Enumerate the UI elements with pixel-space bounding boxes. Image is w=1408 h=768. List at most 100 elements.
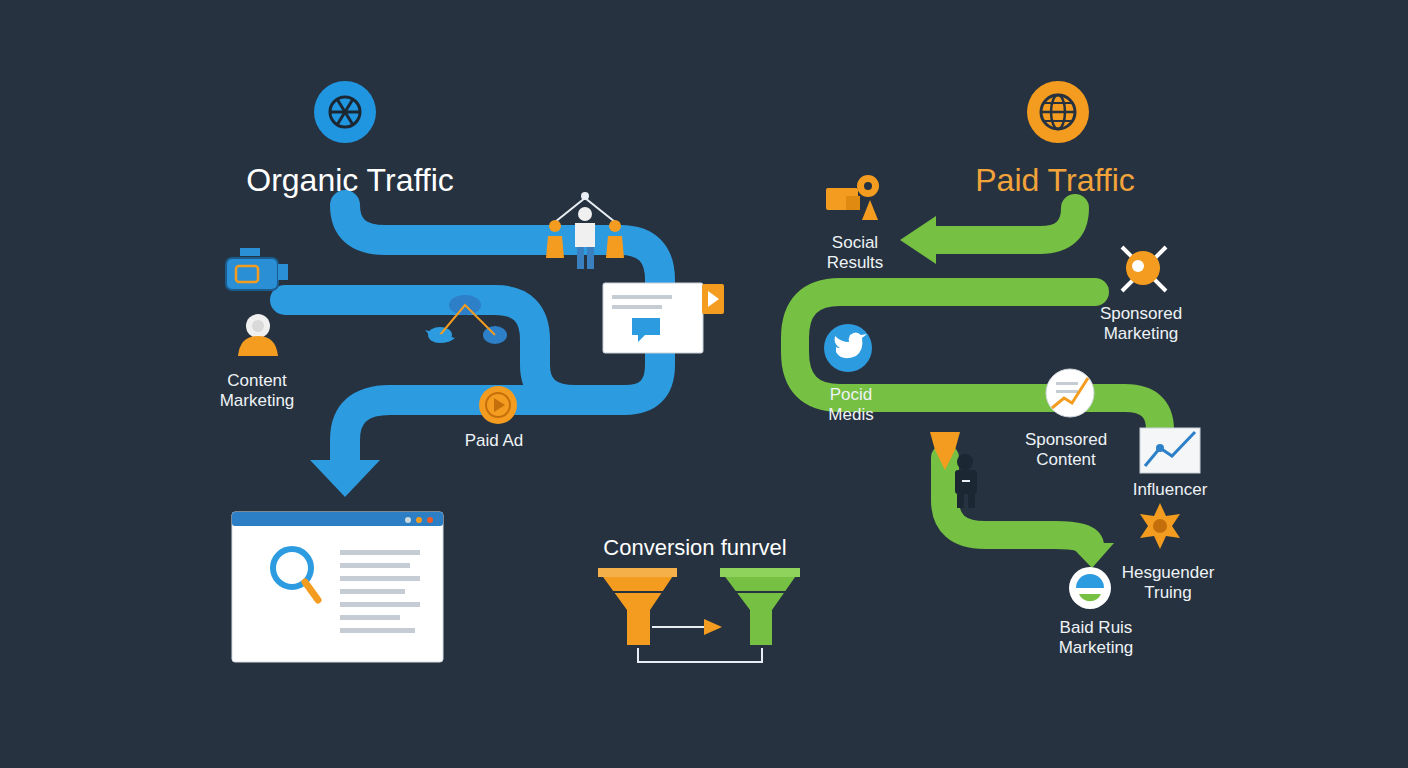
organic-icon [337,99,353,125]
target-icon [1069,567,1111,609]
content-icon [246,314,270,338]
video-card [612,305,662,309]
target-icon [1069,567,1111,609]
conversion-funnels [652,626,708,628]
people-icon [575,223,595,247]
paid-icon [1041,95,1075,129]
conversion-funnels [598,568,677,577]
influencer-person [957,454,973,470]
influencer-person [957,494,964,508]
social-birds-icon [425,295,507,344]
badge-icon [1140,503,1180,549]
people-icon [577,247,584,269]
people-icon [549,220,561,232]
browser-window [340,628,415,633]
badge-icon [1140,503,1180,549]
channel-label: Hesguender Truing [1112,563,1224,604]
organic-icon [337,99,353,125]
paid-ad-badge [486,393,510,417]
channel-label: Content Marketing [207,371,307,412]
conversion-funnels [720,570,800,645]
people-icon [546,236,564,258]
conversion-funnels [720,568,800,577]
content-icon [252,320,264,332]
organic-icon [330,97,360,127]
device-icon [226,248,288,290]
channel-label: Sponsored Content [1010,430,1122,471]
browser-window [405,517,411,523]
sponsored-marketing-icon [1122,247,1166,291]
paid-arrowhead [900,216,936,264]
social-results-icon [826,175,879,220]
chart-icon [1046,369,1094,417]
badge-icon [1153,519,1167,533]
paid-icon [1041,111,1075,114]
twitter-icon [824,324,872,372]
channel-label: Sponsored Marketing [1085,304,1197,345]
people-icon [546,192,624,269]
browser-window [340,589,405,594]
social-results-icon [846,196,860,210]
device-icon [278,264,288,280]
social-birds-icon [440,305,495,335]
sponsored-marketing-icon [1122,247,1166,291]
twitter-icon [835,333,867,359]
browser-window [340,602,420,607]
people-icon [609,220,621,232]
sponsored-marketing-icon [1122,247,1166,291]
browser-window [340,563,410,568]
paid-flow [945,458,1090,545]
paid-arrowhead [1068,543,1114,568]
channel-label: Influencer [1110,480,1230,500]
paid-ad-badge [494,398,505,412]
conversion-funnels [638,648,762,662]
influencer-icon [1156,444,1164,452]
people-icon [581,192,589,200]
video-card [603,283,703,353]
browser-window [305,582,318,600]
influencer-person [930,432,977,508]
conversion-funnels [704,619,722,635]
conversion-funnels [598,570,677,645]
conversion-funnels [598,568,800,662]
twitter-icon [824,324,872,372]
influencer-icon [1145,432,1195,466]
paid-icon [1027,81,1089,143]
browser-window [232,512,443,662]
target-icon [1079,594,1101,601]
browser-window [232,512,443,662]
influencer-person [962,480,970,482]
organic-icon [314,81,376,143]
organic-icon [314,81,376,143]
video-card [632,318,660,342]
conversion-funnels [612,591,663,593]
people-icon [606,236,624,258]
paid-flow [932,208,1075,240]
paid-icon [1044,120,1072,122]
sponsored-marketing-icon [1132,260,1144,272]
browser-window [427,517,433,523]
chart-icon [1056,382,1078,385]
influencer-icon [1140,428,1200,473]
funnel-label: Conversion funrvel [565,535,825,561]
browser-window [416,517,422,523]
device-icon [236,266,258,282]
chart-icon [1052,378,1088,408]
video-card [702,284,724,314]
influencer-icon [1140,428,1200,473]
video-card [603,283,724,353]
chart-icon [1056,390,1078,393]
channel-label: Social Results [810,233,900,274]
social-results-icon [862,200,878,220]
section-heading: Organic Traffic [190,161,510,199]
section-heading: Paid Traffic [925,161,1185,199]
social-results-icon [857,175,879,197]
video-card [708,291,719,307]
browser-window [340,615,400,620]
device-icon [240,248,260,256]
browser-window [340,576,420,581]
browser-window [340,550,420,555]
organic-arrowhead [310,460,380,497]
device-icon [226,258,278,290]
